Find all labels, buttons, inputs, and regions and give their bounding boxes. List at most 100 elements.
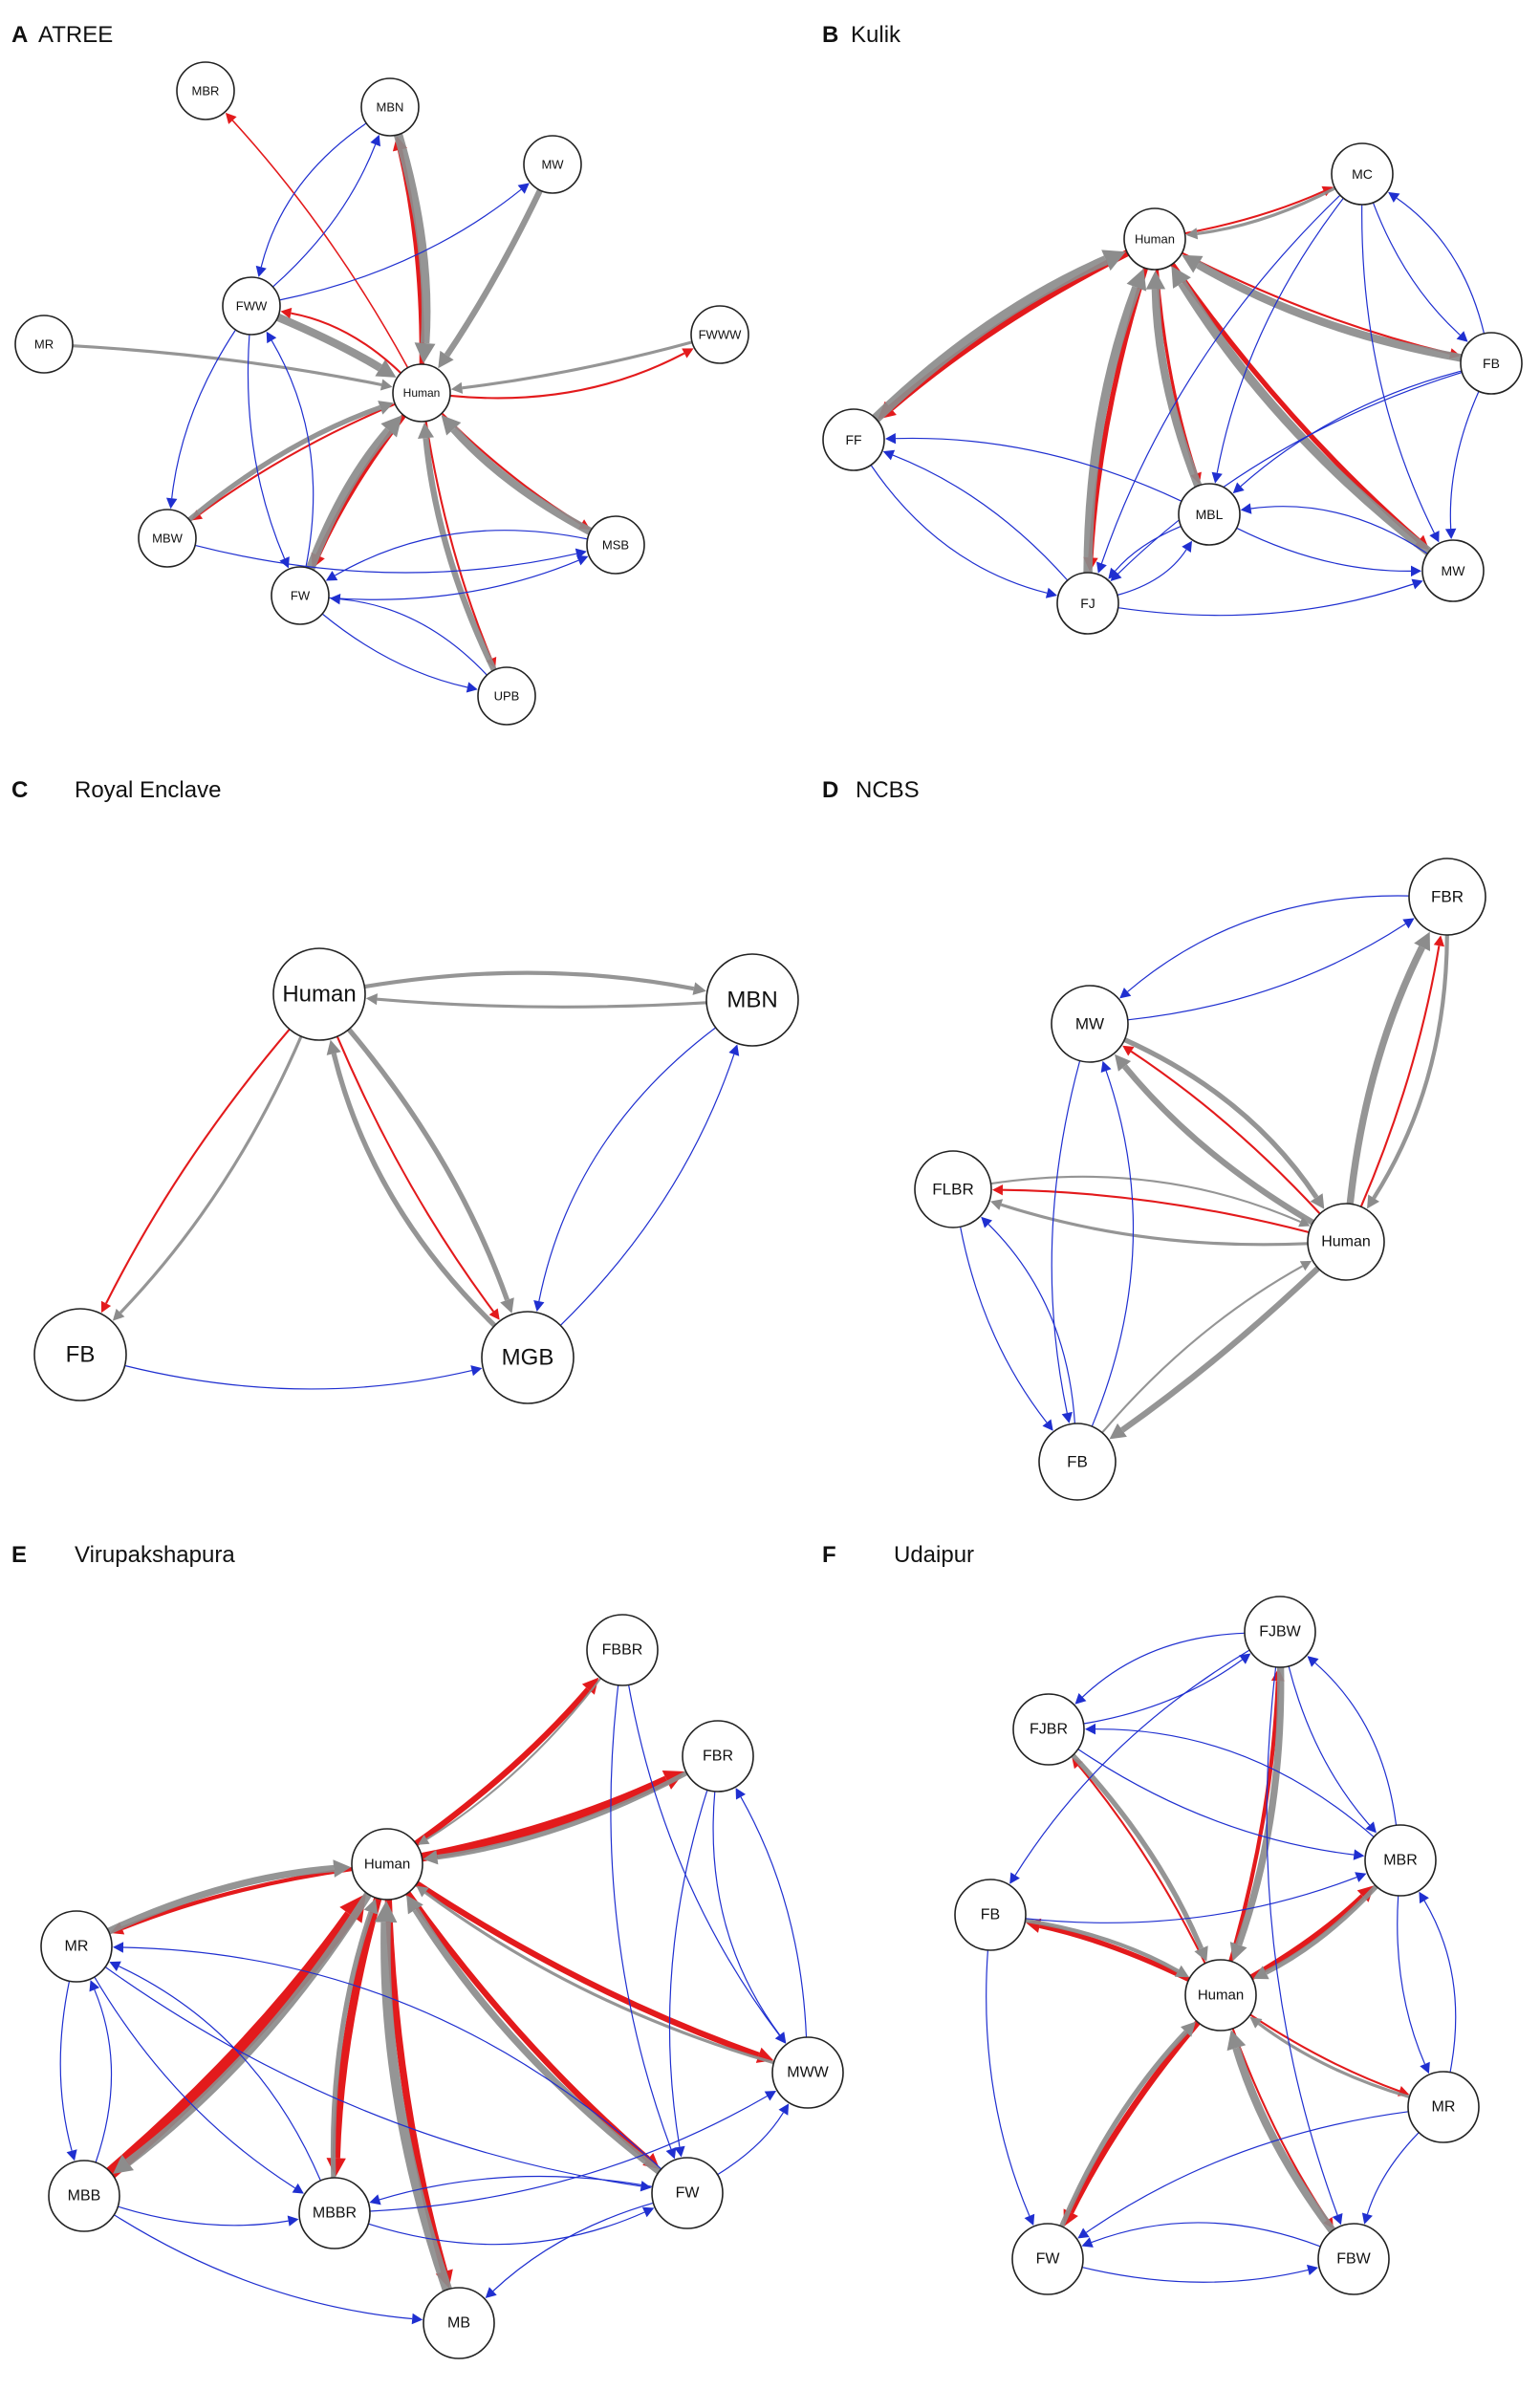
node-label: FWWW [699,328,742,342]
arrowhead-fb-to-fw [1024,2213,1035,2226]
edge-fw-to-fbw [1081,2267,1309,2283]
arrowhead-mbr-to-fjbr [1085,1723,1095,1735]
edge-fjbr-to-fjbw [1083,1659,1243,1725]
node-label: MR [65,1939,89,1955]
arrowhead-mr-to-fw [1077,2227,1090,2239]
edge-flbr-to-human [990,1175,1301,1224]
edge-mr-to-mbbr [94,1976,295,2189]
arrowhead-fb-to-mbr [1355,1872,1367,1882]
arrowhead-mbl-to-fj [1108,567,1119,579]
edge-fbw-to-human [1232,2047,1336,2233]
arrowhead-fw-to-human [380,415,402,438]
edge-mc-to-fb [1372,202,1461,336]
arrowhead-human-to-fbr [1414,931,1430,951]
arrowhead-mbb-to-mb [411,2313,423,2325]
arrowhead-fjbw-to-fbw [1332,2213,1343,2226]
node-fwww: FWWW [690,305,749,364]
node-label: MW [541,158,564,172]
arrowhead-human-to-mbr [225,112,237,124]
arrowhead-mbr-to-fjbw [1307,1656,1319,1667]
edge-human-to-mw [1122,1064,1314,1226]
panel-f-title: Udaipur [894,1542,974,1568]
edge-human-to-mbw [199,402,396,515]
node-label: FBR [703,1749,733,1765]
node-label: FBW [1336,2251,1371,2268]
arrowhead-fww-to-mw [517,183,530,194]
edge-mw-to-human [1178,280,1432,556]
node-mgb: MGB [481,1311,575,1404]
arrowhead-fb-to-mw [1444,528,1457,539]
arrowhead-mbl-to-human [1145,271,1166,290]
edge-human-to-mbn [363,970,695,991]
edge-mbn-to-mgb [538,1027,717,1302]
node-label: MBW [152,532,184,546]
arrowhead-mc-to-human [1185,228,1199,240]
edge-fb-to-mbr [1025,1877,1357,1923]
arrowhead-fb-to-human [1182,254,1204,273]
arrowhead-mbw-to-msb [575,548,587,559]
node-mbr: MBR [176,61,235,120]
node-fbr: FBR [1408,858,1486,936]
edge-fj-to-mbl [1117,549,1187,597]
node-label: Human [364,1857,410,1873]
arrowhead-mr-to-human [1249,2016,1263,2029]
arrowhead-human-to-mbn [692,982,706,995]
node-label: MSB [602,538,629,553]
edge-fwww-to-human [462,340,693,390]
edge-mr-to-human [72,344,382,387]
arrowhead-mw-to-mbl [1240,503,1252,514]
arrowhead-ff-to-human [1101,250,1126,272]
arrowhead-mbr-to-mr [1420,2061,1430,2075]
edge-mbr-to-mr [1397,1895,1426,2065]
arrowhead-mr-to-mbb [66,2149,77,2162]
edge-fww-to-human [275,313,382,372]
node-label: FW [1036,2251,1061,2268]
edge-fbbr-to-fw [610,1684,672,2150]
arrowhead-mw-to-fbr [1402,918,1415,929]
node-mb: MB [423,2287,495,2359]
edge-fw-to-msb [328,559,579,600]
edge-fb-to-mw [1091,1070,1135,1427]
edge-human-to-upb [424,421,492,660]
node-fb: FB [954,1879,1027,1951]
edge-mr-to-human [106,1864,335,1935]
edge-mr-to-mbr [1423,1900,1457,2073]
node-mw: MW [1051,985,1129,1063]
arrowhead-human-to-fb [1109,1423,1127,1440]
edge-fj-to-mw [1117,583,1414,617]
edge-human-to-fb [119,1035,303,1314]
edge-fjbw-to-fb [1014,1649,1250,1876]
arrowhead-mbl-to-ff [885,433,897,445]
edge-fb-to-mbl [1240,370,1463,488]
edge-fw-to-human [1059,2030,1188,2228]
edge-human-to-fwww [449,352,685,400]
arrowhead-upb-to-human [418,422,434,439]
edge-fbw-to-fw [1091,2222,1321,2248]
edge-human-to-fbr [1359,945,1441,1207]
node-label: MBN [727,988,777,1013]
node-mbl: MBL [1178,483,1241,546]
edge-mgb-to-mbn [559,1054,735,1326]
edge-human-to-fjbr [1077,1765,1206,1965]
arrowhead-mr-to-human [380,379,393,391]
arrowhead-msb-to-fw [325,571,338,581]
node-fb: FB [1038,1423,1117,1501]
edge-mww-to-human [423,1891,774,2065]
arrowhead-upb-to-fw [329,594,341,605]
node-label: Human [282,982,356,1008]
node-msb: MSB [586,515,645,575]
edge-mbl-to-mw [1236,527,1412,573]
edge-fww-to-mbn [272,143,377,288]
node-label: MBBR [313,2205,357,2222]
arrowhead-human-to-mw [1122,1045,1135,1056]
panel-b-letter: B [822,22,838,48]
arrowhead-fw-to-upb [466,682,478,693]
edge-human-to-fbr [1346,945,1425,1205]
arrowhead-fj-to-human [1126,268,1147,292]
edge-fw-to-human [306,427,393,571]
edge-mbr-to-fjbw [1314,1662,1398,1826]
edge-fw-to-upb [321,613,468,688]
edge-human-to-fww [291,312,402,374]
edge-human-to-mw [1170,262,1421,543]
